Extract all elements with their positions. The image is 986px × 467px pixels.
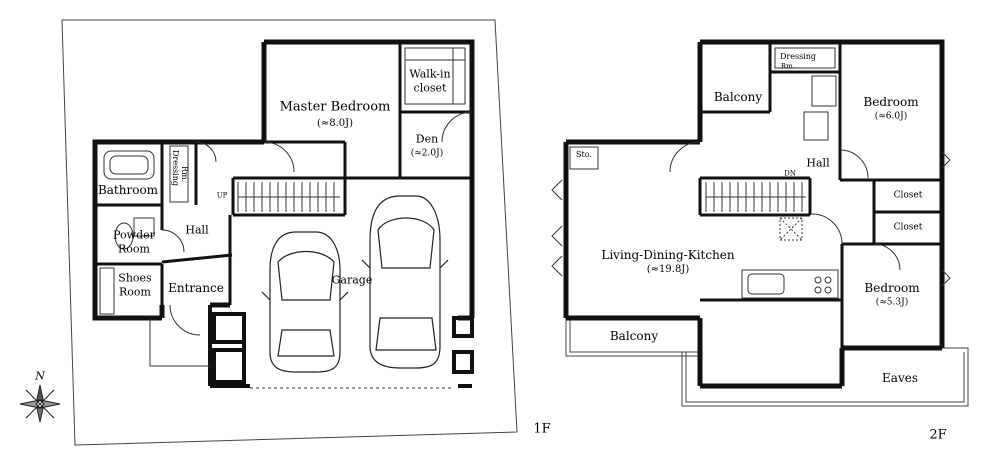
bedroom-a-size: (≈6.0J) [874, 111, 908, 122]
powder-room-label-2: Room [118, 242, 150, 256]
shoes-room-label-1: Shoes [118, 271, 152, 285]
master-bedroom-label: Master Bedroom [279, 99, 391, 115]
storage-label: Sto. [576, 150, 592, 159]
floor-2f-label: 2F [929, 427, 947, 443]
dressing-room-1f-label-1: Dressing [171, 150, 180, 187]
shoes-room-label-2: Room [119, 285, 151, 299]
eaves-label: Eaves [882, 371, 918, 385]
first-floor-plan [19, 19, 518, 446]
bedroom-b-label: Bedroom [864, 281, 920, 295]
dressing-room-2f-label-1: Dressing [779, 52, 817, 61]
car-right [361, 195, 449, 369]
walk-in-closet-label-2: closet [413, 81, 447, 95]
floor-1f-label: 1F [533, 421, 551, 437]
den-size: (≈2.0J) [410, 148, 444, 159]
closet-a-label: Closet [893, 190, 923, 201]
compass-rose [19, 384, 61, 423]
powder-room-label-1: Powder [113, 228, 155, 242]
second-floor-plan [551, 39, 969, 407]
site-boundary [61, 19, 518, 446]
balcony-bottom-label: Balcony [609, 329, 659, 343]
master-bedroom-size: (≈8.0J) [316, 118, 354, 129]
bathroom-label: Bathroom [97, 183, 159, 197]
stair-up-label: UP [216, 191, 228, 200]
entrance-label: Entrance [168, 281, 224, 295]
bedroom-a-label: Bedroom [863, 95, 919, 109]
den-label: Den [415, 132, 439, 146]
ldk-size: (≈19.8J) [646, 264, 690, 275]
bedroom-b-size: (≈5.3J) [875, 297, 909, 308]
balcony-top-label: Balcony [713, 90, 763, 104]
garage-label: Garage [331, 273, 373, 287]
stair-down-label: DN [784, 169, 796, 178]
hall-1f-label: Hall [185, 223, 209, 237]
hall-2f-label: Hall [806, 156, 830, 170]
north-label: N [35, 369, 45, 383]
dressing-room-1f-label-2: Rm. [180, 166, 189, 183]
car-left [261, 231, 349, 373]
ldk-label: Living-Dining-Kitchen [601, 248, 735, 262]
dressing-room-2f-label-2: Rm. [780, 62, 796, 71]
closet-b-label: Closet [893, 222, 923, 233]
walk-in-closet-label-1: Walk-in [409, 67, 451, 81]
